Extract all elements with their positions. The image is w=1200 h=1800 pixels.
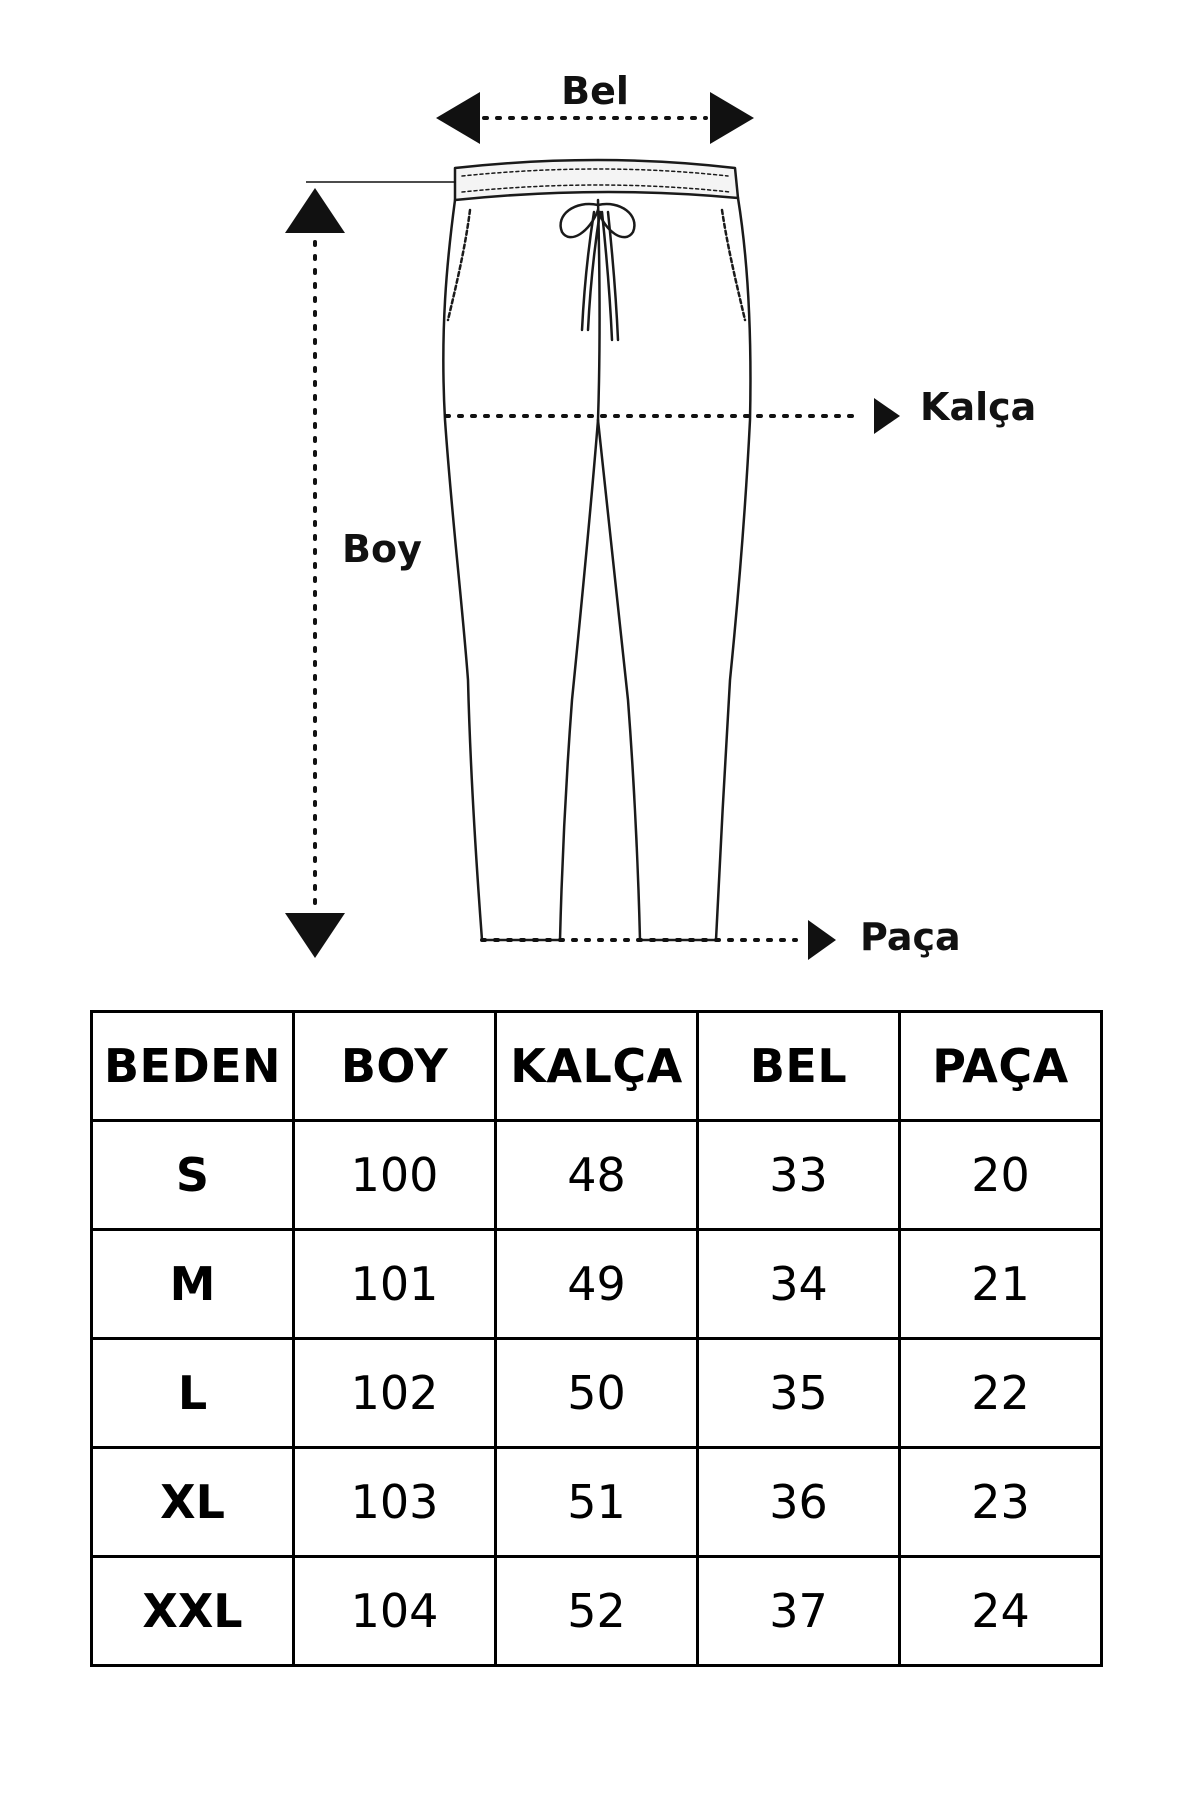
hip-arrow-right xyxy=(874,398,900,434)
left-pocket xyxy=(446,208,472,322)
right-pocket xyxy=(720,208,747,322)
waist-label: Bel xyxy=(561,69,629,113)
header-hip: KALÇA xyxy=(494,1010,699,1122)
waist-measure: Bel xyxy=(436,69,754,144)
waistband-inner-stitch xyxy=(461,168,729,177)
cell-hem: 20 xyxy=(898,1119,1103,1231)
waist-arrow-right xyxy=(710,92,754,144)
hem-label: Paça xyxy=(860,915,961,959)
length-measure: Boy xyxy=(285,181,456,958)
center-seam xyxy=(596,198,601,422)
cell-length: 103 xyxy=(292,1446,497,1558)
waistband xyxy=(453,158,740,202)
right-inner-seam xyxy=(596,418,642,942)
hip-measure: Kalça xyxy=(444,385,1036,434)
hem-measure: Paça xyxy=(480,915,961,960)
cell-length: 104 xyxy=(292,1555,497,1667)
table-row: XL 103 51 36 23 xyxy=(90,1446,1103,1558)
hip-label: Kalça xyxy=(920,385,1036,429)
header-length: BOY xyxy=(292,1010,497,1122)
drawstring-tail-left xyxy=(580,210,596,332)
right-outer-seam xyxy=(714,196,752,942)
table-header-row: BEDEN BOY KALÇA BEL PAÇA xyxy=(90,1010,1103,1122)
cell-length: 100 xyxy=(292,1119,497,1231)
cell-waist: 36 xyxy=(696,1446,901,1558)
table-row: XXL 104 52 37 24 xyxy=(90,1555,1103,1667)
drawstring-loop-left xyxy=(559,202,600,239)
cell-waist: 37 xyxy=(696,1555,901,1667)
waist-arrow-left xyxy=(436,92,480,144)
length-arrow-down xyxy=(285,913,345,958)
waistband-lower-stitch xyxy=(461,184,731,193)
cell-hem: 23 xyxy=(898,1446,1103,1558)
drawstring-loop-right xyxy=(596,202,636,239)
cell-hip: 49 xyxy=(494,1228,699,1340)
cell-hip: 52 xyxy=(494,1555,699,1667)
cell-hip: 51 xyxy=(494,1446,699,1558)
header-hem: PAÇA xyxy=(898,1010,1103,1122)
measurement-diagram: Bel Boy Kalça Paça xyxy=(285,69,1036,960)
cell-size: S xyxy=(90,1119,295,1231)
table-row: M 101 49 34 21 xyxy=(90,1228,1103,1340)
pants-illustration xyxy=(442,158,752,942)
cell-size: L xyxy=(90,1337,295,1449)
hem-arrow-right xyxy=(808,920,836,960)
size-chart-table: BEDEN BOY KALÇA BEL PAÇA S 100 48 33 20 … xyxy=(90,1010,1103,1667)
cell-hem: 21 xyxy=(898,1228,1103,1340)
cell-waist: 34 xyxy=(696,1228,901,1340)
drawstring-tail-right xyxy=(600,210,614,342)
left-inner-seam xyxy=(558,418,600,942)
length-arrow-up xyxy=(285,188,345,233)
cell-size: M xyxy=(90,1228,295,1340)
table-row: L 102 50 35 22 xyxy=(90,1337,1103,1449)
length-label: Boy xyxy=(342,527,422,571)
cell-length: 101 xyxy=(292,1228,497,1340)
table-row: S 100 48 33 20 xyxy=(90,1119,1103,1231)
left-outer-seam xyxy=(442,198,484,942)
drawstring-tail-left-2 xyxy=(586,210,602,332)
drawstring-tail-right-2 xyxy=(606,210,620,342)
cell-hip: 50 xyxy=(494,1337,699,1449)
cell-waist: 35 xyxy=(696,1337,901,1449)
cell-size: XL xyxy=(90,1446,295,1558)
cell-length: 102 xyxy=(292,1337,497,1449)
cell-waist: 33 xyxy=(696,1119,901,1231)
cell-hem: 24 xyxy=(898,1555,1103,1667)
header-waist: BEL xyxy=(696,1010,901,1122)
cell-hip: 48 xyxy=(494,1119,699,1231)
header-size: BEDEN xyxy=(90,1010,295,1122)
cell-size: XXL xyxy=(90,1555,295,1667)
cell-hem: 22 xyxy=(898,1337,1103,1449)
